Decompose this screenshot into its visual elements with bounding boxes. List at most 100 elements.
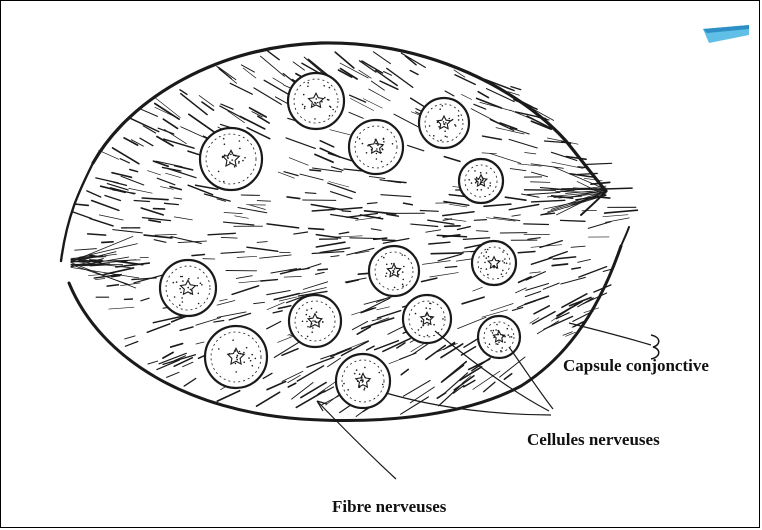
nerve-fibre: [154, 240, 166, 243]
nerve-cell: [419, 98, 469, 148]
nerve-fibre: [167, 372, 179, 377]
nerve-fibre: [267, 291, 290, 295]
nerve-fibre: [220, 299, 228, 301]
nerve-fibre: [603, 215, 628, 217]
nerve-fibre: [377, 307, 390, 310]
nerve-fibre: [90, 218, 113, 226]
nerve-fibre: [455, 75, 475, 85]
nerve-fibre: [527, 192, 560, 194]
nerve-fibre: [525, 153, 536, 154]
capsule-leader-line: [569, 323, 651, 345]
nerve-fibre: [381, 195, 411, 197]
nerve-fibre: [473, 287, 483, 291]
nerve-fibre: [484, 382, 495, 392]
nerve-fibre: [334, 236, 362, 237]
nerve-fibre: [288, 383, 295, 387]
nerve-fibre: [480, 102, 510, 110]
nerve-fibre: [125, 336, 135, 339]
nerve-fibre: [444, 202, 469, 206]
nerve-fibre: [284, 276, 301, 277]
nerve-fibre: [320, 148, 340, 157]
nerve-fibre: [509, 139, 537, 148]
nerve-fibre: [154, 209, 165, 210]
nerve-fibre: [561, 220, 586, 221]
nerve-fibre: [553, 167, 606, 190]
nerve-fibre: [345, 278, 366, 282]
nerve-fibre: [331, 192, 352, 199]
nerve-fibre: [572, 268, 581, 269]
nerve-fibre: [339, 232, 349, 234]
nerve-fibre: [257, 392, 280, 406]
nerve-fibre: [519, 277, 532, 283]
nerve-fibre: [316, 235, 340, 238]
nerve-fibre: [196, 342, 204, 344]
nerve-fibre: [217, 391, 239, 401]
nerve-fibre: [134, 201, 149, 202]
nerve-fibre: [352, 308, 374, 315]
nerve-fibre: [387, 214, 399, 216]
nerve-fibre: [247, 247, 278, 251]
nerve-fibre: [125, 342, 138, 347]
nerve-fibre: [561, 277, 586, 284]
nerve-fibre: [254, 302, 265, 303]
nerve-fibre: [75, 249, 97, 251]
nerve-fibre: [423, 261, 451, 265]
nerve-fibre: [316, 242, 345, 247]
nerve-fibre: [444, 157, 460, 162]
nerve-fibre: [181, 94, 207, 115]
nerve-fibre: [531, 172, 547, 177]
nerve-fibre: [315, 154, 333, 162]
nerve-fibre: [505, 197, 526, 200]
nerve-fibre: [408, 145, 424, 150]
nerve-fibre: [96, 178, 119, 183]
nerve-fibre: [175, 166, 193, 170]
nerve-fibre: [367, 346, 375, 350]
nerve-fibre: [367, 203, 377, 204]
nerve-fibre: [267, 382, 286, 390]
nerve-fibre: [309, 228, 324, 229]
nerve-fibre: [174, 217, 192, 220]
nerve-fibre: [301, 383, 326, 398]
nerve-fibre: [74, 204, 88, 205]
nerve-fibre: [180, 327, 193, 331]
nerve-cell: [472, 241, 516, 285]
nerve-fibre: [420, 211, 438, 212]
nerve-cell: [288, 73, 344, 129]
nerve-cell-group: [160, 73, 520, 408]
nerve-fibre: [130, 170, 138, 172]
nerve-fibre: [158, 128, 174, 134]
cellules-leader-line-2: [509, 347, 553, 409]
nerve-fibre: [445, 91, 454, 96]
nerve-fibre: [437, 393, 445, 398]
nerve-fibre: [286, 138, 315, 149]
nerve-fibre: [289, 158, 308, 166]
nerve-fibre: [273, 311, 282, 313]
nerve-fibre: [107, 285, 118, 286]
nerve-fibre: [515, 288, 526, 293]
nerve-fibre: [224, 222, 254, 225]
nerve-cell: [459, 159, 503, 203]
nerve-fibre: [483, 136, 502, 139]
nerve-fibre: [264, 80, 291, 96]
nerve-fibre: [189, 114, 215, 132]
nerve-fibre: [318, 269, 327, 270]
nerve-fibre: [463, 238, 489, 240]
nerve-fibre: [549, 252, 567, 258]
nerve-fibre: [316, 272, 325, 274]
nerve-fibre: [148, 361, 158, 364]
nerve-fibre: [383, 240, 396, 241]
nerve-fibre: [394, 114, 418, 127]
nerve-fibre: [320, 141, 334, 147]
nerve-fibre: [113, 230, 143, 233]
nerve-fibre: [311, 205, 342, 210]
nerve-fibre: [149, 220, 160, 222]
nerve-fibre: [157, 178, 175, 185]
nerve-fibre: [202, 102, 214, 110]
nerve-fibre: [584, 178, 602, 181]
nerve-fibre: [509, 205, 538, 210]
nerve-fibre: [278, 306, 290, 309]
nerve-fibre: [263, 373, 272, 378]
nerve-fibre: [430, 273, 459, 277]
nerve-fibre: [208, 233, 235, 235]
nerve-fibre: [155, 104, 179, 120]
